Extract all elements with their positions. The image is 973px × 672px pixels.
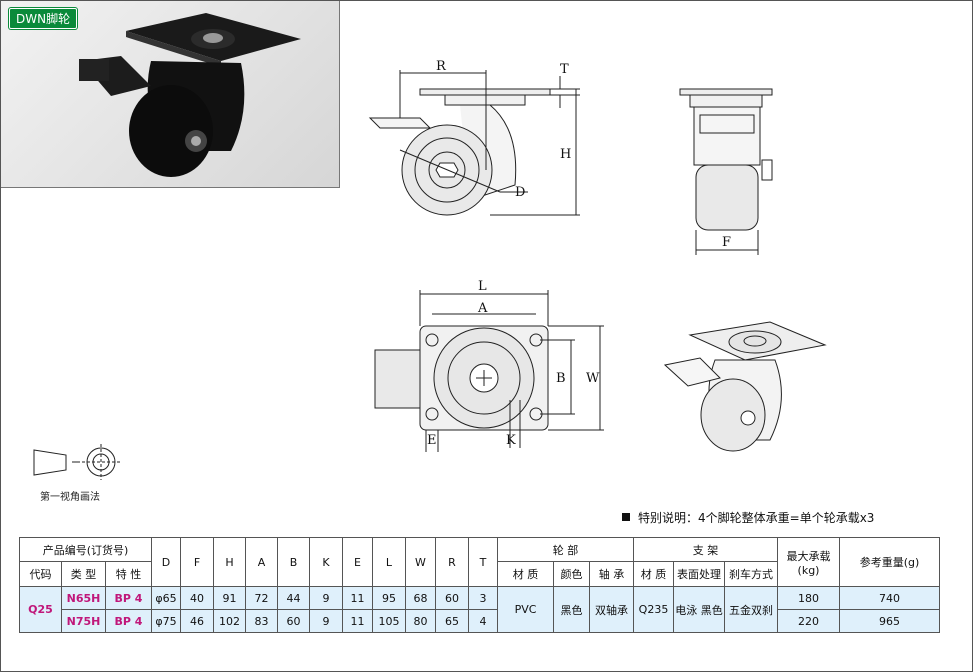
cell-b: 60 xyxy=(277,609,310,633)
th-max-load: 最大承载(kg) xyxy=(777,537,840,587)
cell-a: 83 xyxy=(245,609,278,633)
th-product: 产品编号(订货号) xyxy=(19,537,152,562)
th-brake: 刹车方式 xyxy=(724,561,778,587)
th-type: 类 型 xyxy=(61,561,106,587)
cell-load: 220 xyxy=(777,609,840,633)
front-view-drawing xyxy=(679,88,773,255)
th-dim-a: A xyxy=(245,537,278,587)
dim-label-k: K xyxy=(506,433,516,448)
th-wheel-bearing: 轴 承 xyxy=(589,561,634,587)
cell-t: 4 xyxy=(468,609,498,633)
cell-w: 68 xyxy=(405,586,436,610)
dim-label-t: T xyxy=(560,62,569,77)
cell-l: 105 xyxy=(372,609,406,633)
th-ref-weight: 参考重量(g) xyxy=(839,537,940,587)
series-tag: DWN脚轮 xyxy=(9,8,78,29)
cell-type: N65H xyxy=(61,586,106,610)
th-dim-e: E xyxy=(342,537,373,587)
cell-w: 80 xyxy=(405,609,436,633)
cell-d: φ65 xyxy=(151,586,181,610)
dim-label-w: W xyxy=(586,371,600,386)
dim-label-l: L xyxy=(478,279,487,294)
dim-label-h: H xyxy=(560,147,571,162)
cell-feature: BP 4 xyxy=(105,609,152,633)
cell-f: 46 xyxy=(180,609,214,633)
th-dim-w: W xyxy=(405,537,436,587)
cell-a: 72 xyxy=(245,586,278,610)
cell-r: 65 xyxy=(435,609,469,633)
side-view-drawing xyxy=(368,70,580,216)
cell-e: 11 xyxy=(342,609,373,633)
th-dim-l: L xyxy=(372,537,406,587)
th-code: 代码 xyxy=(19,561,62,587)
dim-label-a: A xyxy=(477,301,488,316)
cell-weight: 740 xyxy=(839,586,940,610)
special-note-text: 特别说明：4个脚轮整体承重=单个轮承载x3 xyxy=(638,511,875,525)
product-photo: DWN脚轮 xyxy=(1,1,340,188)
dim-label-e: E xyxy=(427,433,437,448)
cell-h: 91 xyxy=(213,586,246,610)
cell-h: 102 xyxy=(213,609,246,633)
bullet-square-icon xyxy=(622,513,630,521)
cell-feature: BP 4 xyxy=(105,586,152,610)
top-view-drawing xyxy=(374,290,604,452)
spec-table: 产品编号(订货号) D F H A B K E L W R T 轮 部 支 架 … xyxy=(19,537,940,633)
cell-bracket-material: Q235 xyxy=(633,586,674,633)
cell-r: 60 xyxy=(435,586,469,610)
cell-load: 180 xyxy=(777,586,840,610)
th-wheel-material: 材 质 xyxy=(497,561,554,587)
cell-type: N75H xyxy=(61,609,106,633)
cell-f: 40 xyxy=(180,586,214,610)
th-feature: 特 性 xyxy=(105,561,152,587)
cell-e: 11 xyxy=(342,586,373,610)
cell-code: Q25 xyxy=(19,586,62,633)
th-bracket-group: 支 架 xyxy=(633,537,778,562)
dim-label-d: D xyxy=(515,185,525,200)
cell-wheel-material: PVC xyxy=(497,586,554,633)
th-dim-f: F xyxy=(180,537,214,587)
th-dim-t: T xyxy=(468,537,498,587)
th-wheel-color: 颜色 xyxy=(553,561,590,587)
dim-label-f: F xyxy=(722,235,731,250)
cell-k: 9 xyxy=(309,586,343,610)
cell-wheel-color: 黑色 xyxy=(553,586,590,633)
projection-caption: 第一视角画法 xyxy=(40,492,100,503)
th-dim-r: R xyxy=(435,537,469,587)
th-dim-b: B xyxy=(277,537,310,587)
cell-d: φ75 xyxy=(151,609,181,633)
cell-l: 95 xyxy=(372,586,406,610)
caster-photo-image xyxy=(79,13,301,177)
th-dim-d: D xyxy=(151,537,181,587)
cell-k: 9 xyxy=(309,609,343,633)
cell-wheel-bearing: 双轴承 xyxy=(589,586,634,633)
th-dim-h: H xyxy=(213,537,246,587)
cell-b: 44 xyxy=(277,586,310,610)
cell-bracket-finish: 电泳 黑色 xyxy=(673,586,725,633)
technical-drawings: R T H D F L A B W E K xyxy=(33,59,827,480)
special-note: 特别说明：4个脚轮整体承重=单个轮承载x3 xyxy=(622,509,874,526)
th-dim-k: K xyxy=(309,537,343,587)
dim-label-r: R xyxy=(436,59,447,74)
th-wheel-group: 轮 部 xyxy=(497,537,634,562)
dim-label-b: B xyxy=(556,371,566,386)
cell-brake: 五金双刹 xyxy=(724,586,778,633)
th-bracket-material: 材 质 xyxy=(633,561,674,587)
iso-view-drawing xyxy=(663,321,827,452)
projection-symbol xyxy=(33,444,120,480)
cell-t: 3 xyxy=(468,586,498,610)
th-bracket-finish: 表面处理 xyxy=(673,561,725,587)
cell-weight: 965 xyxy=(839,609,940,633)
